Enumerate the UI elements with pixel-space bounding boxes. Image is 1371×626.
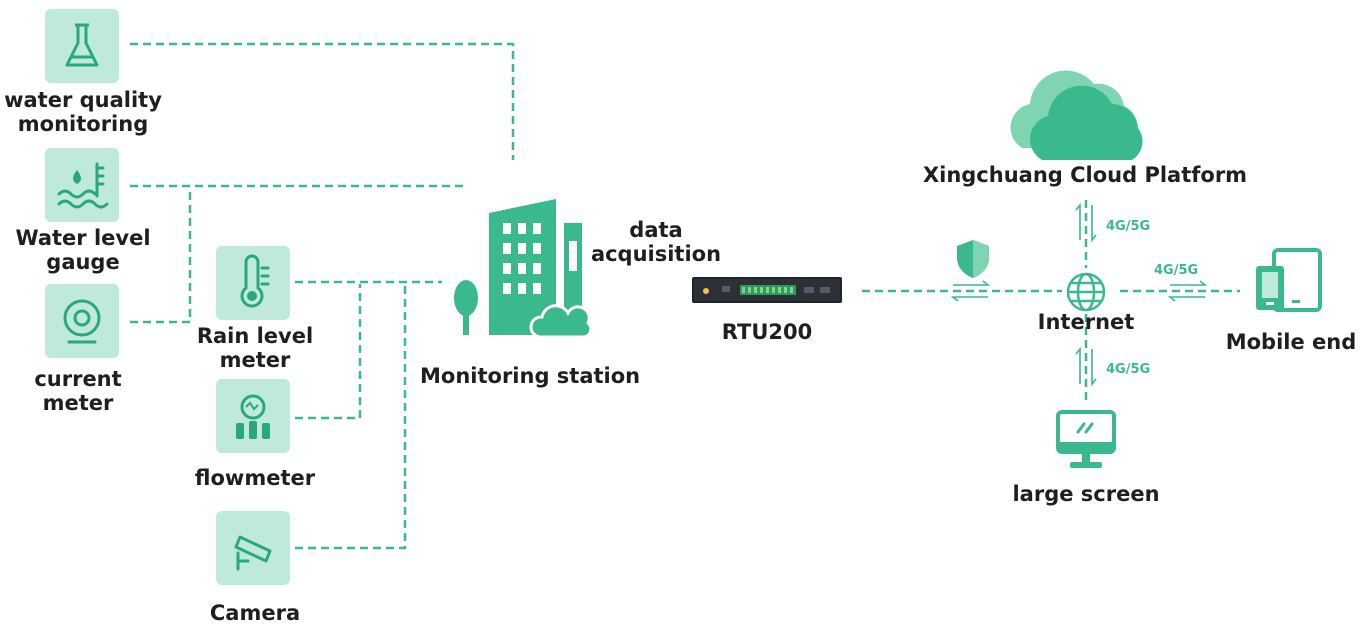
mobile-end-label: Mobile end xyxy=(1225,330,1357,354)
monitor-icon xyxy=(1056,410,1116,468)
internet-label: Internet xyxy=(1037,310,1135,334)
link-flowmeter xyxy=(295,284,362,420)
rtu-device-icon xyxy=(692,277,842,303)
globe-icon xyxy=(1066,272,1106,312)
link-current-meter xyxy=(130,188,192,324)
flowmeter-tile xyxy=(216,379,290,453)
arrows-rtu-internet xyxy=(950,280,991,302)
link-camera xyxy=(295,284,407,550)
camera-label: Camera xyxy=(209,601,301,625)
cloud-platform-label: Xingchuang Cloud Platform xyxy=(922,163,1248,187)
large-screen-label: large screen xyxy=(1012,482,1160,506)
flowmeter-icon xyxy=(236,394,270,439)
arrows-cloud-internet xyxy=(1075,202,1097,243)
water-level-label: Water level gauge xyxy=(15,226,151,274)
water-quality-label: water quality monitoring xyxy=(4,88,162,136)
monitoring-station-label: Monitoring station xyxy=(420,364,641,388)
flask-icon xyxy=(65,23,99,67)
mobile-link-label: 4G/5G xyxy=(1154,263,1199,278)
flowmeter-label: flowmeter xyxy=(194,466,316,490)
screen-link-label: 4G/5G xyxy=(1106,362,1151,377)
camera-tile xyxy=(216,511,290,585)
shield-icon xyxy=(957,240,989,278)
current-meter-icon xyxy=(63,299,101,344)
arrows-internet-mobile xyxy=(1167,280,1208,302)
rain-level-label: Rain level meter xyxy=(196,324,314,372)
data-acquisition-label: data acquisition xyxy=(590,218,722,266)
cloud-link-label: 4G/5G xyxy=(1106,219,1151,234)
current-meter-tile xyxy=(45,284,119,358)
thermometer-icon xyxy=(240,254,270,308)
rain-level-tile xyxy=(216,246,290,320)
building-icon xyxy=(454,199,593,339)
water-level-gauge-icon xyxy=(57,162,109,209)
current-meter-label: current meter xyxy=(34,367,122,415)
water-level-tile xyxy=(45,148,119,222)
rtu-label: RTU200 xyxy=(721,320,813,344)
cloud-icon xyxy=(1010,70,1143,160)
arrows-internet-screen xyxy=(1075,346,1097,387)
mobile-devices-icon xyxy=(1256,248,1322,312)
link-water-quality xyxy=(130,42,515,160)
camera-icon xyxy=(234,535,272,571)
water-quality-tile xyxy=(45,9,119,83)
